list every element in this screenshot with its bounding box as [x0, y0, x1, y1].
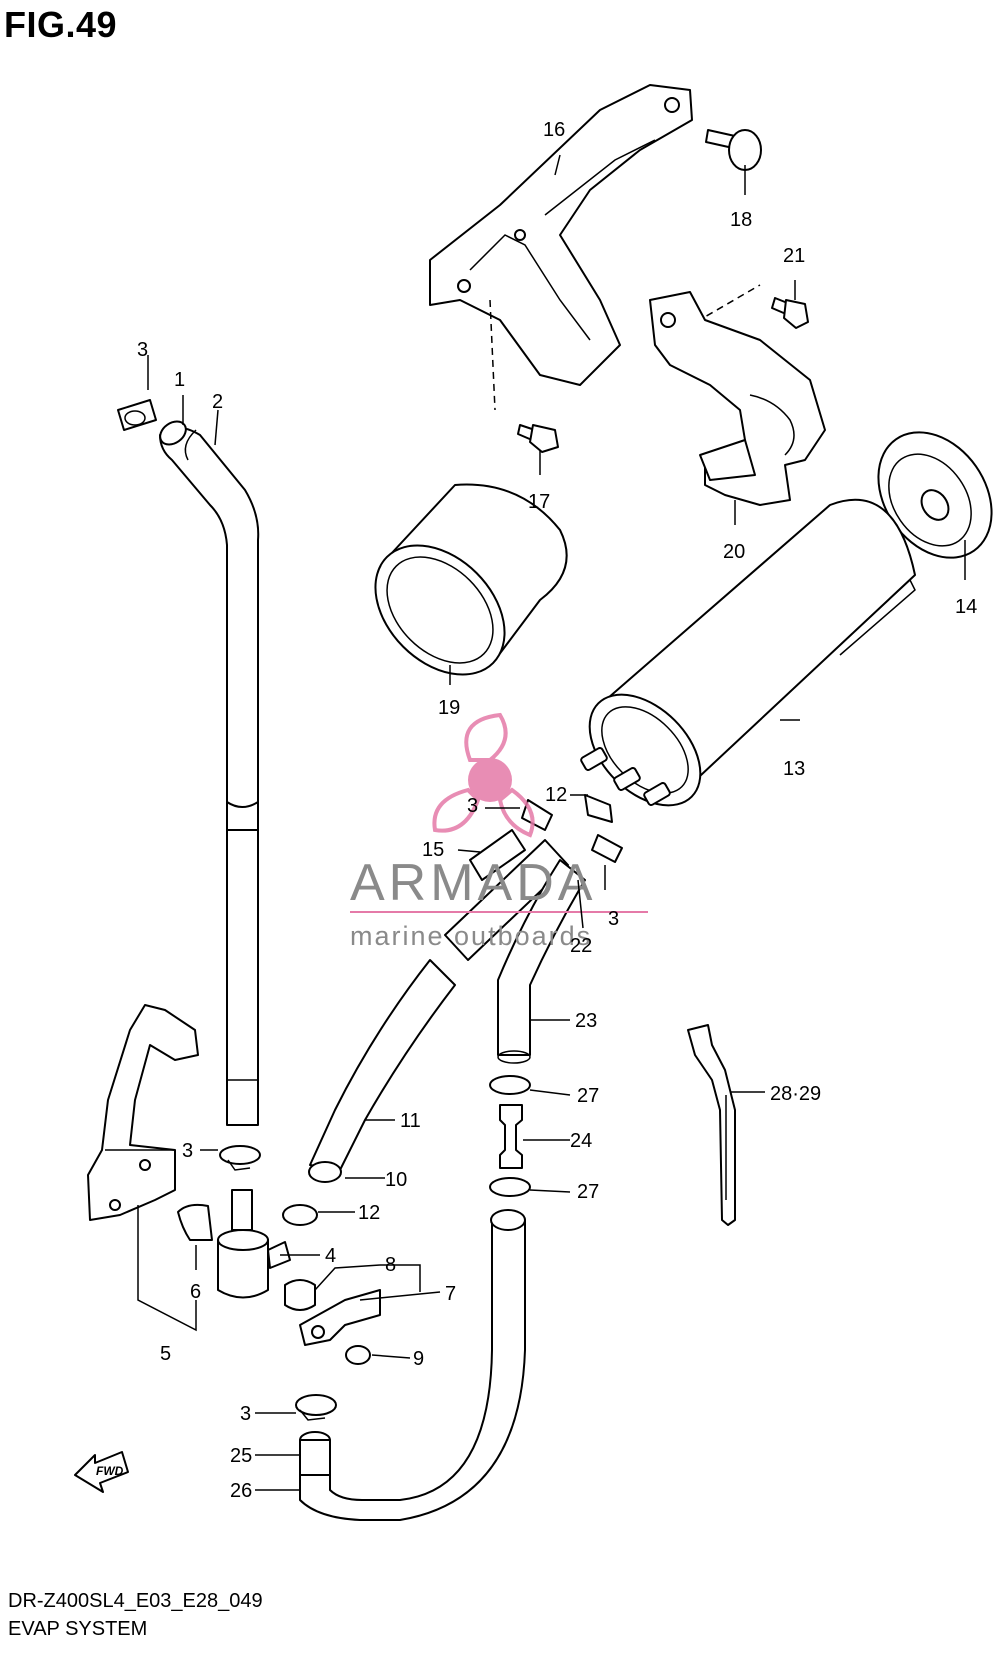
part-3-clip-a [117, 399, 157, 431]
part-11-hose [308, 959, 456, 1183]
callout-26: 26 [230, 1480, 252, 1502]
callout-28-29: 28·29 [770, 1083, 821, 1105]
callout-27: 27 [577, 1181, 599, 1203]
callout-11: 11 [400, 1110, 421, 1132]
part-18-bolt [705, 129, 762, 171]
part-14-cap [877, 431, 993, 559]
callout-14: 14 [955, 596, 977, 618]
callout-3: 3 [608, 908, 619, 930]
callout-21: 21 [783, 245, 805, 267]
armada-logo-icon [432, 712, 535, 838]
fwd-arrow: FWD [74, 1451, 129, 1493]
figure-title: FIG.49 [4, 4, 118, 45]
callout-12: 12 [358, 1202, 380, 1224]
part-28-29-tie [687, 1024, 736, 1226]
callout-23: 23 [575, 1010, 597, 1032]
part-27-clamp-b [489, 1177, 531, 1197]
dashed-line-17 [489, 299, 496, 411]
system-name: EVAP SYSTEM [8, 1618, 148, 1640]
part-22-23-hose [497, 859, 586, 1064]
callout-1: 1 [174, 369, 185, 391]
part-26-hose [299, 1209, 526, 1521]
callout-9: 9 [413, 1348, 424, 1370]
part-6-clip [177, 1203, 213, 1241]
part-4-valve [217, 1189, 291, 1299]
part-12-clip-b [282, 1204, 318, 1226]
callout-12: 12 [545, 784, 567, 806]
part-24-joint [499, 1104, 523, 1169]
callout-3: 3 [240, 1403, 251, 1425]
callout-17: 17 [528, 491, 550, 513]
leader-lines [137, 154, 966, 1491]
part-16-bracket [429, 84, 693, 386]
callout-6: 6 [190, 1281, 201, 1303]
part-3-clip-e [295, 1394, 337, 1421]
callout-16: 16 [543, 119, 565, 141]
part-15-hose [444, 829, 569, 961]
callout-4: 4 [325, 1245, 336, 1267]
diagram-code: DR-Z400SL4_E03_E28_049 [8, 1590, 263, 1612]
part-13-canister [580, 498, 916, 807]
callout-15: 15 [422, 839, 444, 861]
part-8-clamp [284, 1279, 316, 1311]
part-1-2-hose [159, 420, 260, 1126]
part-5-bracket [87, 1004, 199, 1221]
callout-7: 7 [445, 1283, 456, 1305]
callout-19: 19 [438, 697, 460, 719]
part-20-holder [649, 291, 826, 506]
callout-2: 2 [212, 391, 223, 413]
callout-3: 3 [467, 795, 478, 817]
part-7-clamp [299, 1289, 381, 1346]
watermark-brand: ARMADA [350, 854, 596, 912]
callout-24: 24 [570, 1130, 592, 1152]
part-27-clamp-a [489, 1075, 531, 1095]
callout-20: 20 [723, 541, 745, 563]
callout-22: 22 [570, 935, 592, 957]
part-19-cushion [374, 483, 568, 676]
callout-10: 10 [385, 1169, 407, 1191]
part-12-clip-a [584, 794, 613, 823]
callout-13: 13 [783, 758, 805, 780]
fwd-label: FWD [96, 1464, 124, 1478]
callout-5: 5 [160, 1343, 171, 1365]
part-3-clip-d [591, 834, 623, 863]
callout-18: 18 [730, 209, 752, 231]
watermark-tagline: marine outboards [350, 921, 592, 951]
callout-3: 3 [182, 1140, 193, 1162]
callout-3: 3 [137, 339, 148, 361]
callout-27: 27 [577, 1085, 599, 1107]
part-17-bolt [517, 424, 559, 453]
part-21-bolt [771, 297, 809, 329]
part-9-screw [345, 1345, 371, 1365]
callout-labels: 3 1 2 16 18 21 17 20 14 19 13 12 3 15 3 … [137, 119, 977, 1502]
part-3-clip-b [219, 1145, 261, 1171]
callout-25: 25 [230, 1445, 252, 1467]
callout-8: 8 [385, 1254, 396, 1276]
